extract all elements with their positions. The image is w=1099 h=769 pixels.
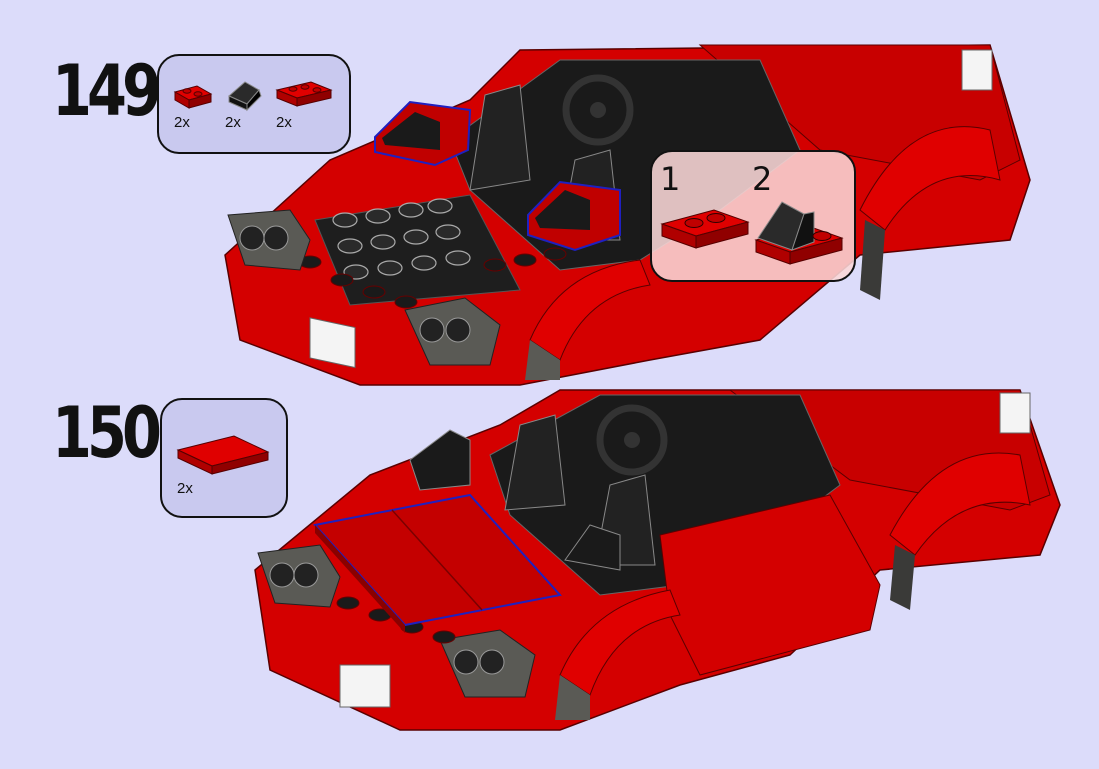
step-149-part-2-quantity: 2x <box>225 114 241 131</box>
step-149-model <box>0 40 1099 390</box>
black-slope-1x1-part <box>225 76 265 112</box>
step-150-model <box>0 385 1099 735</box>
step-149-part-3-quantity: 2x <box>276 114 292 131</box>
substep-1-red-plate <box>658 204 754 254</box>
step-150-part-1-quantity: 2x <box>177 480 193 497</box>
substep-2-number: 2 <box>752 160 773 198</box>
step-150-number: 150 <box>52 392 162 474</box>
red-tile-2x3-part <box>174 430 274 480</box>
step-150-parts-box: 2x <box>160 398 288 518</box>
red-plate-1x3-part <box>273 78 335 110</box>
step-149-part-1-quantity: 2x <box>174 114 190 131</box>
step-149-parts-box: 2x 2x 2x <box>157 54 351 154</box>
substep-2-slope-on-plate <box>752 192 848 268</box>
step-149-substep-callout: 1 2 <box>650 150 856 282</box>
substep-1-number: 1 <box>660 160 681 198</box>
red-plate-1x2-part <box>171 82 215 112</box>
step-149-number: 149 <box>52 50 162 132</box>
